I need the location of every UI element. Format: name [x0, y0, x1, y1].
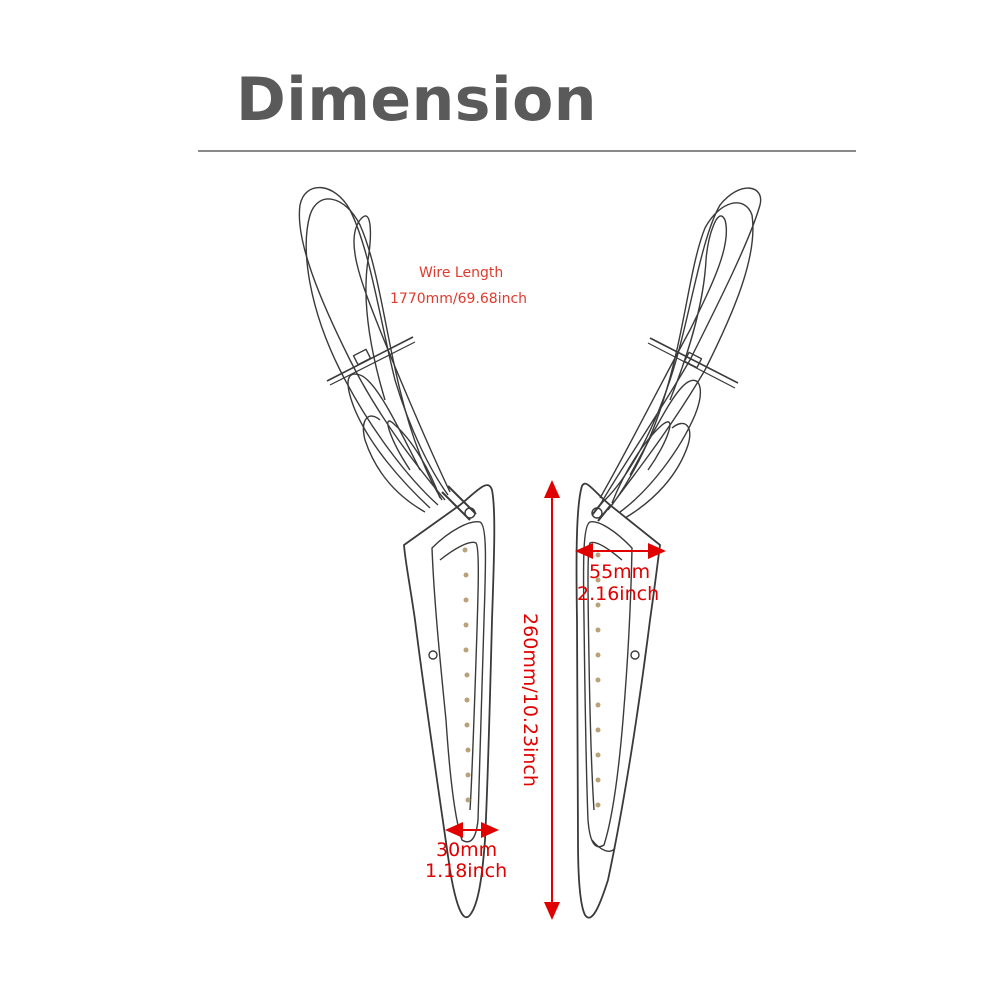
title-underline [198, 150, 856, 152]
top-width-inch: 2.16inch [577, 583, 660, 605]
page-title: Dimension [236, 65, 598, 135]
top-width-mm: 55mm [589, 561, 651, 583]
bottom-width-inch: 1.18inch [425, 860, 508, 882]
right-turn-signal [575, 187, 762, 919]
wire-length-label: Wire Length [419, 265, 504, 281]
bottom-width-mm: 30mm [436, 839, 498, 861]
length-label: 260mm/10.23inch [519, 613, 541, 787]
dimension-arrows [445, 480, 666, 920]
wire-length-value: 1770mm/69.68inch [390, 291, 528, 307]
left-turn-signal [298, 186, 496, 918]
